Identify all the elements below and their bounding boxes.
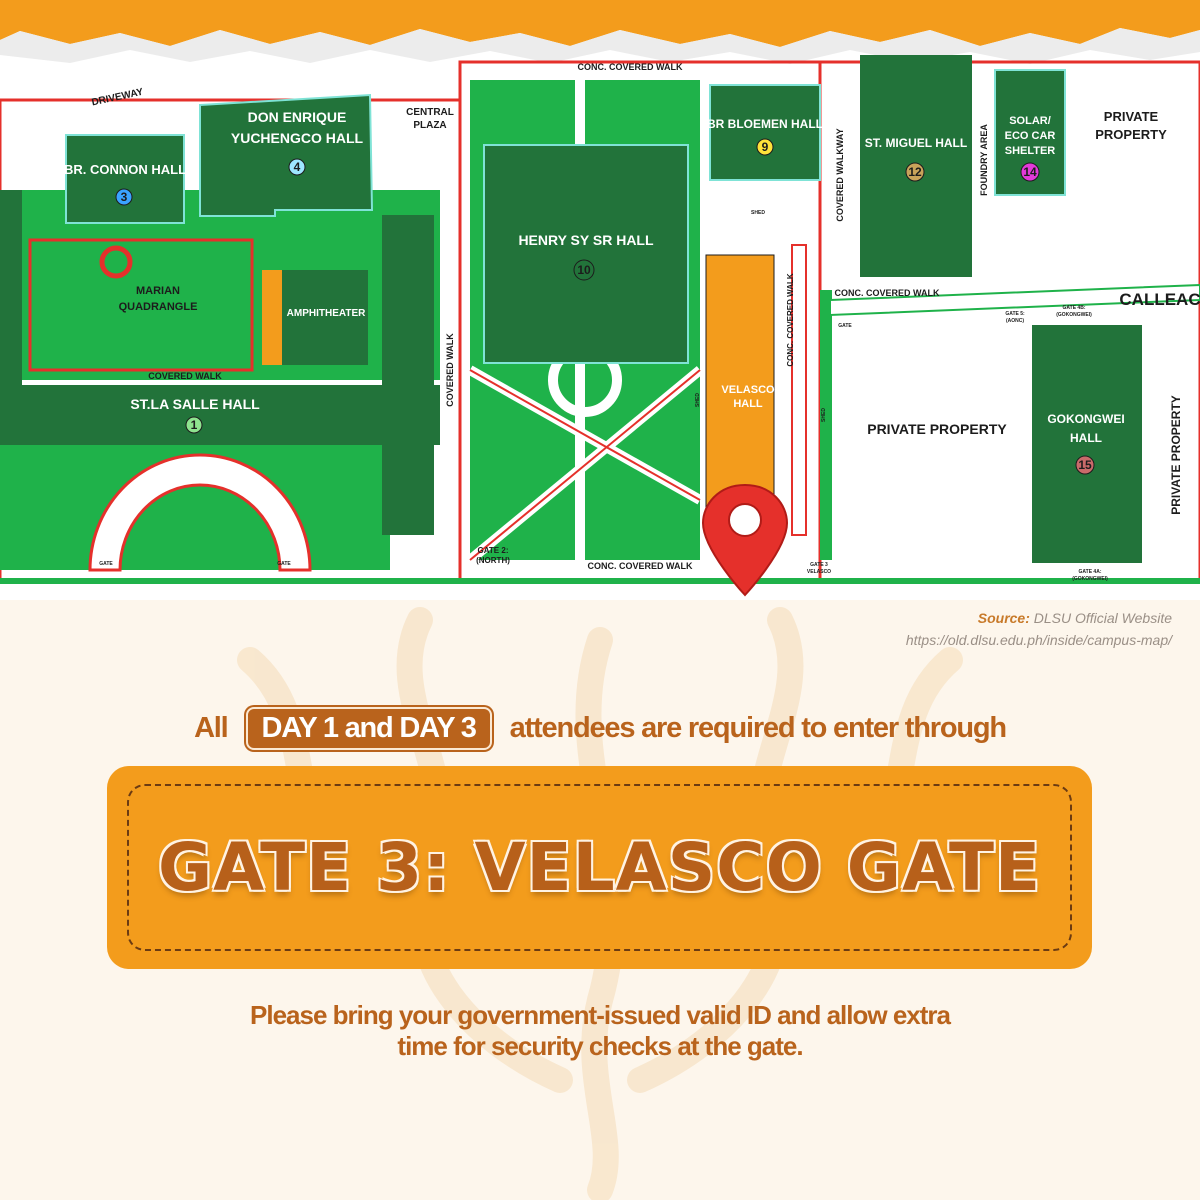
marian-label-b: QUADRANGLE <box>119 301 198 313</box>
headline-prefix: All <box>194 712 229 744</box>
foundry-area-label: FOUNDRY AREA <box>979 124 989 196</box>
shed-label: SHED <box>821 408 827 422</box>
gate4b-label-a: GATE 4B: <box>1063 305 1086 311</box>
building-number-12: 12 <box>908 165 922 179</box>
building-number-1: 1 <box>191 418 198 432</box>
gate-banner: GATE 3: VELASCO GATE <box>107 766 1092 969</box>
conc-covered-walk-vertical: CONC. COVERED WALK <box>786 273 795 367</box>
gate5-label-a: GATE 5: <box>1005 311 1025 317</box>
gate5-label-b: (AONC) <box>1006 318 1024 324</box>
calle-label: CALLEAC <box>1119 290 1200 309</box>
attendees-headline: All DAY 1 and DAY 3 attendees are requir… <box>0 707 1200 750</box>
solar-label-a: SOLAR/ <box>1009 115 1051 127</box>
bloemen-hall-label: BR BLOEMEN HALL <box>707 117 823 131</box>
marian-label-a: MARIAN <box>136 285 180 297</box>
source-label: Source: <box>977 610 1030 626</box>
security-note: Please bring your government-issued vali… <box>100 1000 1100 1062</box>
covered-walkway-label: COVERED WALKWAY <box>835 128 845 221</box>
gate3-label-a: GATE 3 <box>810 562 828 568</box>
conc-covered-walk-bottom: CONC. COVERED WALK <box>587 561 693 571</box>
shed-label: SHED <box>751 210 765 216</box>
don-enrique-label-a: DON ENRIQUE <box>248 109 347 125</box>
gate4a-label-b: (GOKONGWEI) <box>1072 576 1108 582</box>
amphitheater-label: AMPHITHEATER <box>287 308 366 319</box>
gate-left-label: GATE <box>99 561 113 567</box>
gokongwei-label-b: HALL <box>1070 431 1102 445</box>
gate2-label-a: GATE 2: <box>478 546 509 555</box>
don-enrique-label-b: YUCHENGCO HALL <box>231 130 364 146</box>
building-number-4: 4 <box>294 160 301 174</box>
source-site: DLSU Official Website <box>1033 610 1172 626</box>
source-url[interactable]: https://old.dlsu.edu.ph/inside/campus-ma… <box>905 632 1172 648</box>
gate3-label-b: VELASCO <box>807 569 831 575</box>
note-line-1: Please bring your government-issued vali… <box>250 1000 951 1030</box>
private-property-main-label: PRIVATE PROPERTY <box>867 421 1007 437</box>
henry-sy-label: HENRY SY SR HALL <box>518 232 654 248</box>
conc-covered-walk-mid: CONC. COVERED WALK <box>834 288 940 298</box>
gate4b-label-b: (GOKONGWEI) <box>1056 312 1092 318</box>
conc-covered-walk-top: CONC. COVERED WALK <box>577 62 683 72</box>
gate-mid-label: GATE <box>838 323 852 329</box>
day-pill: DAY 1 and DAY 3 <box>245 707 492 750</box>
covered-walk-label: COVERED WALK <box>148 371 222 381</box>
building-number-10: 10 <box>577 263 591 277</box>
la-salle-hall-label: ST.LA SALLE HALL <box>130 396 260 412</box>
gate4a-label-a: GATE 4A: <box>1079 569 1102 575</box>
gate-left2-label: GATE <box>277 561 291 567</box>
solar-label-c: SHELTER <box>1005 145 1056 157</box>
gokongwei-label-a: GOKONGWEI <box>1047 412 1124 426</box>
gate-banner-dashed-border: GATE 3: VELASCO GATE <box>127 784 1072 951</box>
central-plaza-label-b: PLAZA <box>413 120 446 131</box>
gate-title: GATE 3: VELASCO GATE <box>157 829 1042 906</box>
campus-map: DON ENRIQUE YUCHENGCO HALL 4 BR. CONNON … <box>0 0 1200 600</box>
shed-label: SHED <box>695 393 701 407</box>
velasco-hall-label-b: HALL <box>733 398 763 410</box>
source-credit: Source: DLSU Official Website https://ol… <box>906 607 1172 651</box>
st-miguel-label: ST. MIGUEL HALL <box>865 136 967 150</box>
location-pin-icon <box>701 483 789 597</box>
private-property-label-b: PROPERTY <box>1095 127 1167 142</box>
building-number-15: 15 <box>1078 458 1092 472</box>
connon-hall-label: BR. CONNON HALL <box>64 162 186 177</box>
central-plaza-label-a: CENTRAL <box>406 107 454 118</box>
headline-suffix: attendees are required to enter through <box>509 712 1007 744</box>
building-number-9: 9 <box>762 140 769 154</box>
building-number-14: 14 <box>1023 165 1037 179</box>
velasco-hall-label-a: VELASCO <box>721 384 775 396</box>
building-number-3: 3 <box>121 190 128 204</box>
private-property-vertical-label: PRIVATE PROPERTY <box>1169 395 1183 515</box>
gate2-label-b: (NORTH) <box>476 556 510 565</box>
solar-label-b: ECO CAR <box>1005 130 1056 142</box>
private-property-label-a: PRIVATE <box>1104 109 1159 124</box>
note-line-2: time for security checks at the gate. <box>397 1031 803 1061</box>
covered-walk-vertical: COVERED WALK <box>445 333 455 407</box>
torn-edge-top <box>0 0 1200 47</box>
